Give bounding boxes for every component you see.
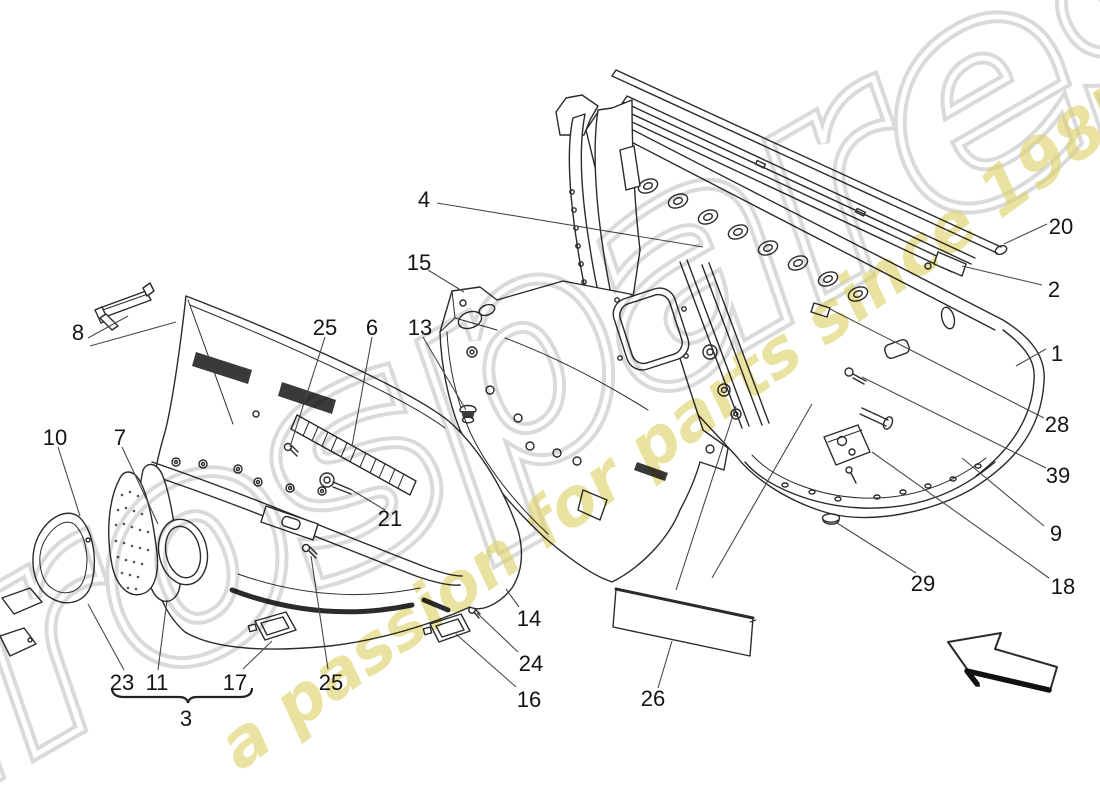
part-label-10[interactable]: 10 [43, 425, 67, 450]
bracket-8-drawing [94, 282, 155, 331]
leader-line-8 [89, 321, 177, 347]
leader-line-2 [961, 265, 1043, 286]
leader-line-7 [121, 446, 159, 525]
armrest-insert-drawing [108, 471, 159, 596]
leader-line-23 [87, 603, 125, 671]
part-label-9[interactable]: 9 [1050, 521, 1062, 546]
leader-line-28 [829, 308, 1045, 419]
part-label-3[interactable]: 3 [180, 706, 192, 731]
leader-line-25 [310, 555, 329, 670]
door-latch-drawing [823, 424, 871, 484]
leader-line-14 [505, 588, 520, 608]
leader-line-29 [836, 522, 917, 574]
part-label-11[interactable]: 11 [146, 670, 169, 695]
leader-line-20 [1003, 223, 1048, 245]
handle-hardware-drawing [0, 587, 43, 657]
part-label-7[interactable]: 7 [114, 425, 126, 450]
part-label-2[interactable]: 2 [1048, 277, 1060, 302]
part-label-39[interactable]: 39 [1046, 463, 1070, 488]
bolt-21-drawing [319, 472, 353, 495]
screw-25-upper-drawing [283, 442, 299, 457]
part-label-17[interactable]: 17 [223, 670, 247, 695]
panel-holes [637, 178, 869, 302]
part-label-29[interactable]: 29 [911, 571, 935, 596]
bolt-39-drawing [844, 367, 867, 385]
part-label-4[interactable]: 4 [418, 187, 430, 212]
part-label-16[interactable]: 16 [517, 687, 541, 712]
weatherstrip-rails-drawing [611, 69, 1008, 277]
part-label-21[interactable]: 21 [378, 506, 402, 531]
grommet-29-drawing [821, 513, 841, 525]
part-label-1[interactable]: 1 [1051, 341, 1063, 366]
window-guide-rails-drawing [679, 259, 770, 429]
courtesy-lamp-17-drawing [247, 611, 297, 641]
door-frame-pillars-drawing [555, 94, 641, 346]
leader-line-39 [861, 376, 1047, 469]
leader-line-21 [349, 488, 386, 511]
flange-studs [781, 463, 982, 502]
perforation-dots [114, 490, 150, 591]
front-direction-arrow [947, 632, 1058, 693]
clip-28-drawing [810, 302, 831, 318]
leader-line-4 [436, 202, 704, 248]
door-shell-drawing [585, 111, 1045, 525]
leader-line-17 [242, 640, 273, 670]
screw-25-lower-drawing [301, 543, 318, 559]
leader-line-9 [961, 457, 1045, 527]
leader-line-8 [87, 315, 129, 339]
leader-line-15 [427, 269, 465, 293]
part-label-25[interactable]: 25 [319, 670, 343, 695]
part-label-28[interactable]: 28 [1045, 412, 1069, 437]
leader-line-24 [476, 612, 519, 653]
leader-line-26 [657, 640, 673, 689]
leader-line-1 [1015, 348, 1047, 367]
part-label-18[interactable]: 18 [1051, 574, 1075, 599]
part-label-15[interactable]: 15 [407, 250, 431, 275]
door-trim-panel-drawing [138, 295, 523, 650]
part-label-13[interactable]: 13 [408, 315, 432, 340]
leader-line-16 [455, 633, 517, 688]
id-plate-drawing [612, 587, 757, 657]
leader-line-18 [871, 451, 1050, 579]
leader-line-25 [289, 336, 326, 448]
part-label-14[interactable]: 14 [517, 606, 541, 631]
part-label-6[interactable]: 6 [366, 315, 378, 340]
corner-trim-drawing [32, 512, 95, 604]
part-label-25[interactable]: 25 [313, 315, 337, 340]
part-label-20[interactable]: 20 [1049, 214, 1073, 239]
part-label-23[interactable]: 23 [110, 670, 134, 695]
leader-line-11 [157, 599, 168, 671]
leader-line-13 [422, 336, 467, 411]
leader-line-10 [57, 446, 81, 517]
part-label-8[interactable]: 8 [72, 320, 84, 345]
group-bracket-3 [110, 687, 254, 704]
part-label-24[interactable]: 24 [519, 651, 543, 676]
plate-location-lines [675, 403, 813, 591]
regulator-carrier-drawing [439, 280, 729, 583]
part-label-26[interactable]: 26 [641, 686, 665, 711]
courtesy-lamp-16-drawing [422, 613, 471, 643]
leader-line-6 [351, 336, 373, 447]
